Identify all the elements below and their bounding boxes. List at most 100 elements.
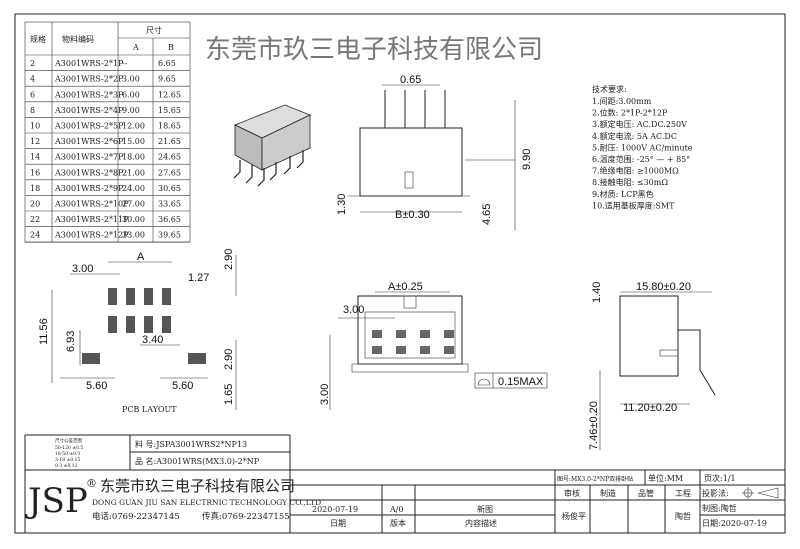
cell-b: 9.65	[158, 75, 176, 84]
pcb-pad	[126, 316, 135, 333]
projection-label: 投影法:	[702, 488, 729, 498]
cell-code: A3001WRS-2*12P	[54, 231, 129, 240]
dim-right-1120: 11.20±0.20	[623, 402, 677, 414]
pcb-pad	[108, 288, 117, 305]
fax: 传真:0769-22347155	[202, 511, 290, 522]
drawing-frame	[14, 13, 786, 534]
cell-b: 18.65	[158, 122, 181, 131]
pcb-pad	[162, 316, 171, 333]
cell-a: 12.00	[122, 122, 145, 131]
cell-code: A3001WRS-2*2P	[54, 75, 124, 84]
drawing-number: 图号:MX3.0-2*NP双排卧贴	[557, 475, 633, 483]
col-description-label: 内容描述	[465, 518, 497, 528]
jsp-logo: JSP	[25, 481, 88, 521]
cell-a: 9.00	[122, 106, 140, 115]
tolerance-row: 18-50 ±0.3	[55, 451, 80, 457]
drawn-by: 制图:陶哲	[702, 503, 737, 513]
dim-b: B±0.30	[395, 209, 430, 221]
watermark: 东莞市玖三电子科技有限公司	[205, 35, 543, 65]
tech-requirement-item: 5.耐压: 1000V AC/minute	[592, 142, 693, 152]
revision-version: A/0	[389, 505, 404, 514]
qc-label: 品管	[638, 488, 654, 498]
header-size: 尺寸	[146, 25, 162, 35]
dim-pcb-340: 3.40	[142, 334, 163, 346]
part-name: 品 名:A3001WRS(MX3.0)-2*NP	[135, 456, 260, 466]
tech-requirement-item: 1.间距:3.00mm	[592, 97, 652, 106]
company-name-en: DONG GUAN JIU SAN ELECTRNIC TECHNOLOGY C…	[92, 498, 321, 507]
cell-spec: 2	[30, 59, 35, 68]
dim-pcb-693: 6.93	[65, 331, 77, 352]
cell-spec: 20	[30, 200, 40, 209]
dim-tail: 4.65	[481, 204, 493, 225]
tech-requirement-item: 2.位数: 2*1P-2*12P	[592, 108, 668, 118]
cell-b: 30.65	[158, 184, 181, 193]
cell-spec: 14	[30, 153, 40, 162]
cell-code: A3001WRS-2*3P	[54, 90, 124, 99]
pcb-pad	[144, 316, 153, 333]
cell-code: A3001WRS-2*8P	[54, 168, 124, 177]
projection-symbol-icon	[742, 487, 779, 499]
cell-code: A3001WRS-2*5P	[54, 122, 124, 131]
connector-3d-view	[233, 104, 311, 187]
dim-height: 9.90	[521, 149, 533, 170]
dim-pcb-pitch: 3.00	[72, 263, 93, 275]
tech-requirement-item: 9.材质: LCP黑色	[592, 189, 654, 199]
dim-pcb-290a: 2.90	[223, 249, 235, 270]
cell-code: A3001WRS-2*10P	[54, 200, 129, 209]
phone: 电话:0769-22347145	[92, 511, 180, 522]
title-block: 尺寸公差范围 50-120 ±0.518-50 ±0.33-18 ±0.150-…	[24, 434, 785, 533]
side-view: 0.65 9.90 1.30 B±0.30 4.65	[336, 74, 533, 230]
cell-a: 3.00	[122, 75, 140, 84]
part-number: 料 号:JSPA3001WRS2*NP13	[135, 439, 247, 449]
cell-b: 33.65	[158, 200, 181, 209]
cell-spec: 8	[30, 106, 35, 115]
dim-pcb-pad: 1.27	[188, 272, 209, 284]
tech-requirement-item: 3.额定电压: AC.DC.250V	[592, 119, 687, 129]
dim-pin-width: 0.65	[400, 74, 421, 86]
right-view: 1.40 15.80±0.20 11.20±0.20 7.46±0.20	[588, 281, 716, 450]
cell-b: 15.65	[158, 106, 181, 115]
page-number: 页次:1/1	[704, 473, 736, 483]
tech-title: 技术要求:	[592, 84, 627, 94]
tolerance-row: 3-18 ±0.15	[55, 457, 80, 463]
cell-a: 24.00	[122, 184, 145, 193]
front-view: A±0.25 3.00 3.00 0.15MAX	[319, 281, 548, 410]
company-name-cn: 东莞市玖三电子科技有限公司	[100, 477, 295, 495]
reviewer-name: 杨俊平	[562, 511, 586, 521]
unit: 单位:MM	[648, 473, 683, 483]
cell-code: A3001WRS-2*1P	[54, 59, 124, 68]
review-label: 审核	[564, 488, 580, 498]
cell-b: 24.65	[158, 153, 181, 162]
dim-pcb-290b: 2.90	[223, 349, 235, 370]
dim-pcb-560b: 5.60	[172, 380, 193, 392]
cell-a: 15.00	[122, 137, 145, 146]
tech-requirement-item: 7.绝缘电阻: ≥1000MΩ	[592, 166, 679, 176]
cell-a: 30.00	[122, 215, 145, 224]
header-b: B	[168, 43, 174, 52]
cell-spec: 24	[30, 231, 40, 240]
col-date-label: 日期	[330, 519, 346, 528]
cell-spec: 12	[30, 137, 40, 146]
dim-pcb-560a: 5.60	[86, 380, 107, 392]
cell-b: 27.65	[158, 168, 181, 177]
cell-code: A3001WRS-2*6P	[54, 137, 124, 146]
cell-code: A3001WRS-2*9P	[54, 184, 124, 193]
cell-spec: 18	[30, 184, 40, 193]
header-a: A	[132, 43, 139, 52]
drawing-date: 日期:2020-07-19	[702, 519, 767, 528]
cell-a: 6.00	[122, 90, 140, 99]
cell-a: --	[122, 59, 128, 68]
make-label: 制造	[600, 488, 616, 498]
pcb-pad	[108, 316, 117, 333]
tech-requirement-item: 4.额定电流: 5A AC.DC	[592, 131, 677, 141]
